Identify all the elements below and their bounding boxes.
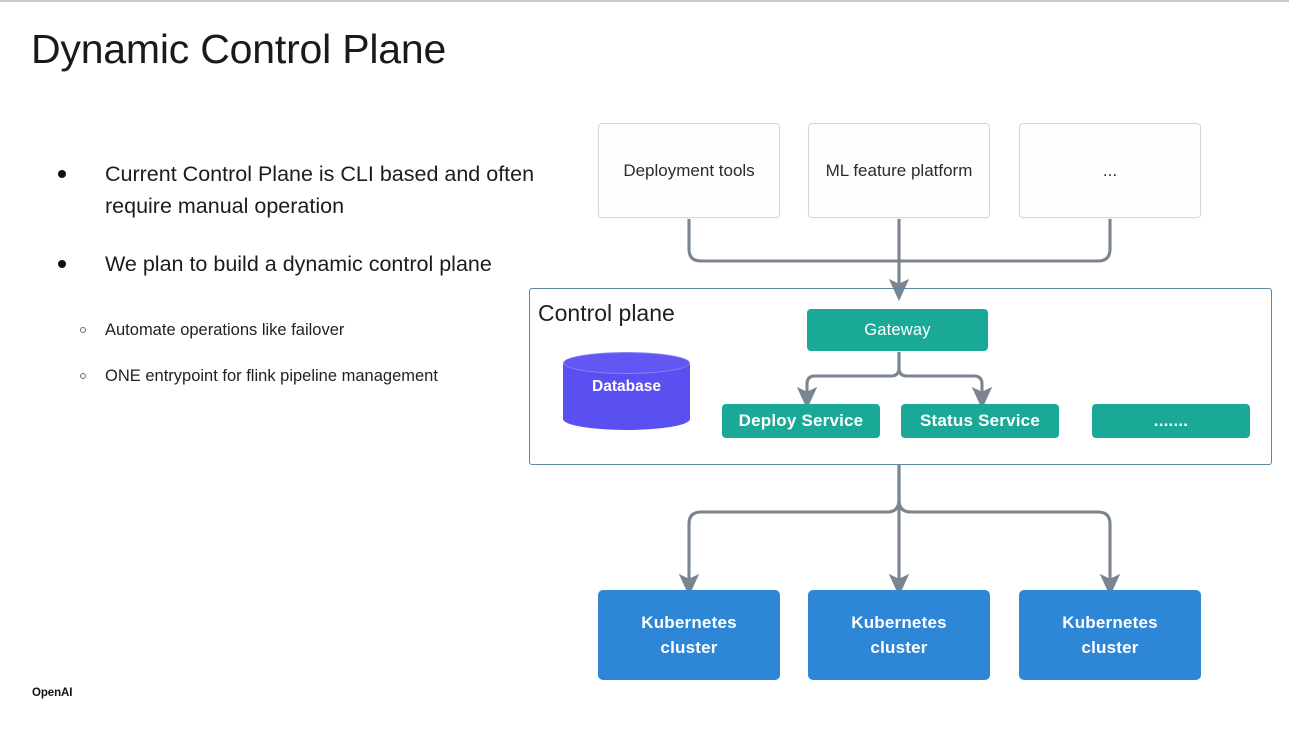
sub-bullet-text: Automate operations like failover <box>105 321 345 339</box>
sub-bullet-text: ONE entrypoint for flink pipeline manage… <box>105 367 438 385</box>
top-divider <box>0 0 1289 2</box>
source-box-label: Deployment tools <box>623 160 755 180</box>
deploy-service-box[interactable]: Deploy Service <box>722 404 880 438</box>
service-label: Status Service <box>920 411 1040 430</box>
database-cylinder[interactable]: Database <box>563 352 690 430</box>
source-box-label: ML feature platform <box>825 160 973 180</box>
cluster-label: Kubernetes cluster <box>851 610 947 660</box>
bullet-dot-icon <box>58 170 66 178</box>
source-box-deployment-tools[interactable]: Deployment tools <box>598 123 780 218</box>
bullet-text: We plan to build a dynamic control plane <box>105 252 492 276</box>
sub-bullet-circle-icon <box>80 373 86 379</box>
source-box-ellipsis[interactable]: ... <box>1019 123 1201 218</box>
status-service-box[interactable]: Status Service <box>901 404 1059 438</box>
source-box-ml-feature-platform[interactable]: ML feature platform <box>808 123 990 218</box>
bullet-dot-icon <box>58 260 66 268</box>
sub-bullet-circle-icon <box>80 327 86 333</box>
bullet-text: Current Control Plane is CLI based and o… <box>105 162 535 218</box>
kubernetes-cluster-box-1[interactable]: Kubernetes cluster <box>598 590 780 680</box>
gateway-label: Gateway <box>864 320 931 339</box>
control-plane-title: Control plane <box>538 300 675 326</box>
cluster-label-line2: cluster <box>660 638 718 657</box>
page-title: Dynamic Control Plane <box>31 26 447 72</box>
cluster-label-line1: Kubernetes <box>641 613 737 632</box>
service-label: ....... <box>1153 411 1189 430</box>
cluster-label: Kubernetes cluster <box>641 610 737 660</box>
bullet-list: Current Control Plane is CLI based and o… <box>50 158 590 410</box>
service-label: Deploy Service <box>738 411 864 430</box>
openai-logo: OpenAI <box>32 687 73 699</box>
database-label: Database <box>592 378 661 395</box>
cluster-label-line2: cluster <box>870 638 928 657</box>
cluster-label-line1: Kubernetes <box>851 613 947 632</box>
kubernetes-cluster-box-2[interactable]: Kubernetes cluster <box>808 590 990 680</box>
source-box-label: ... <box>1102 160 1118 180</box>
sub-bullet-item-1: Automate operations like failover <box>50 318 590 342</box>
more-services-box[interactable]: ....... <box>1092 404 1250 438</box>
bullet-item-2: We plan to build a dynamic control plane <box>50 248 590 280</box>
kubernetes-cluster-box-3[interactable]: Kubernetes cluster <box>1019 590 1201 680</box>
control-plane-panel <box>529 288 1272 465</box>
bullet-item-1: Current Control Plane is CLI based and o… <box>50 158 590 222</box>
cluster-label-line1: Kubernetes <box>1062 613 1158 632</box>
cluster-label: Kubernetes cluster <box>1062 610 1158 660</box>
sub-bullet-item-2: ONE entrypoint for flink pipeline manage… <box>50 364 590 388</box>
cluster-label-line2: cluster <box>1081 638 1139 657</box>
gateway-box[interactable]: Gateway <box>807 309 988 351</box>
cylinder-top-shape <box>563 352 690 374</box>
